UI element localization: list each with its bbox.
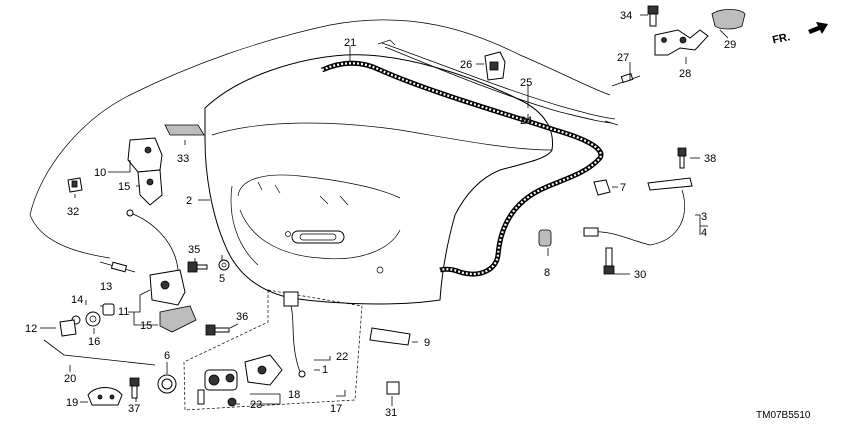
washer-5[interactable] (218, 259, 230, 271)
callout-28: 28 (679, 68, 691, 80)
striker-arm[interactable] (583, 177, 693, 246)
leader-lines (40, 14, 729, 406)
callout-3: 3 (701, 211, 707, 223)
callout-20: 20 (64, 373, 76, 385)
callout-25: 25 (520, 77, 532, 89)
assembly-outline (29, 19, 611, 216)
callout-7: 7 (620, 182, 626, 194)
grommet-6[interactable] (157, 374, 177, 394)
callout-22: 22 (336, 351, 348, 363)
lock-cylinder-group-outline (183, 289, 363, 411)
key[interactable] (197, 389, 205, 405)
callout-17: 17 (330, 403, 342, 415)
clip-7[interactable] (593, 179, 611, 196)
callout-12: 12 (25, 323, 37, 335)
assembly-outline-lower (29, 214, 111, 259)
trunk-hinge[interactable] (654, 29, 709, 56)
holder-12[interactable] (59, 319, 77, 337)
callout-24: 24 (520, 115, 532, 127)
callout-2: 2 (186, 195, 192, 207)
clip-26[interactable] (484, 51, 506, 81)
callout-27: 27 (617, 52, 629, 64)
callout-6: 6 (164, 350, 170, 362)
callout-4: 4 (701, 227, 707, 239)
callout-5: 5 (219, 273, 225, 285)
trunk-latch[interactable] (149, 269, 186, 306)
latch-cover[interactable] (159, 305, 197, 333)
hinge-cap[interactable] (711, 9, 746, 30)
handle-19[interactable] (87, 387, 123, 406)
callout-10: 10 (94, 167, 106, 179)
callout-33: 33 (177, 153, 189, 165)
callout-30: 30 (634, 269, 646, 281)
torsion-rods[interactable] (377, 39, 619, 126)
callout-38: 38 (704, 153, 716, 165)
callout-15-lower: 15 (140, 320, 152, 332)
callout-11: 11 (118, 306, 129, 318)
callout-36: 36 (236, 311, 248, 323)
callout-18: 18 (288, 389, 300, 401)
callout-37: 37 (128, 403, 140, 415)
clip-32[interactable] (67, 177, 83, 193)
diagram-code: TM07B5510 (756, 410, 811, 421)
bolt-36[interactable] (205, 324, 230, 336)
latch-cable[interactable] (99, 209, 179, 273)
lock-cylinder-body[interactable] (204, 369, 238, 391)
bolt-37[interactable] (129, 377, 140, 399)
callout-1: 1 (322, 364, 328, 376)
callout-31: 31 (385, 407, 397, 419)
callout-numbers: 1 2 3 4 5 6 7 8 9 10 11 12 13 14 15 15 1… (25, 10, 736, 419)
callout-21: 21 (344, 37, 356, 49)
callout-16: 16 (88, 336, 100, 348)
release-rod[interactable] (43, 339, 156, 366)
lock-switch-connector[interactable] (283, 291, 306, 378)
callout-34: 34 (620, 10, 632, 22)
bolt-30[interactable] (603, 247, 615, 275)
callout-35: 35 (188, 244, 200, 256)
callout-14: 14 (71, 294, 83, 306)
callout-15-upper: 15 (118, 181, 130, 193)
callout-32: 32 (67, 206, 79, 218)
bolt-35[interactable] (187, 261, 208, 273)
callout-26: 26 (460, 59, 472, 71)
stay-bolt-38[interactable] (677, 147, 687, 169)
callout-19: 19 (66, 397, 78, 409)
lock-cylinder[interactable] (244, 354, 283, 386)
washer-16[interactable] (85, 311, 101, 327)
trunk-lid[interactable] (204, 54, 554, 305)
screw-23[interactable] (227, 397, 237, 407)
bolt-34[interactable] (647, 5, 659, 27)
cap-31[interactable] (386, 381, 400, 395)
bumper-8[interactable] (538, 229, 552, 247)
callout-13: 13 (100, 281, 112, 293)
callout-23: 23 (250, 399, 262, 411)
bracket-9[interactable] (369, 327, 411, 346)
callout-29: 29 (724, 39, 736, 51)
lock-bracket[interactable] (127, 137, 163, 206)
front-direction-label: FR. (771, 31, 791, 46)
weatherstrip[interactable] (320, 60, 604, 277)
callout-8: 8 (544, 267, 550, 279)
release-cable-end[interactable] (611, 72, 641, 87)
emblem-pad[interactable] (164, 124, 205, 136)
nut-13[interactable] (102, 303, 115, 316)
callout-9: 9 (424, 337, 430, 349)
front-direction-arrow-icon (808, 22, 828, 34)
